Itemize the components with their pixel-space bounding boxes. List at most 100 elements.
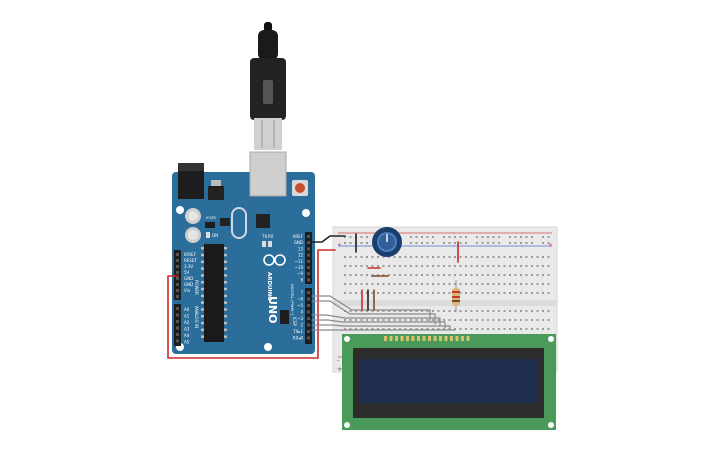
breadboard-hole[interactable] (432, 319, 434, 321)
breadboard-hole[interactable] (520, 236, 522, 238)
breadboard-hole[interactable] (454, 328, 456, 330)
breadboard-hole[interactable] (454, 274, 456, 276)
breadboard-hole[interactable] (366, 242, 368, 244)
breadboard-hole[interactable] (432, 236, 434, 238)
breadboard-hole[interactable] (481, 292, 484, 294)
header-hole[interactable] (307, 278, 310, 282)
breadboard-hole[interactable] (404, 256, 407, 258)
breadboard-hole[interactable] (448, 283, 451, 285)
breadboard-hole[interactable] (377, 265, 379, 267)
breadboard-hole[interactable] (531, 242, 533, 244)
breadboard-hole[interactable] (432, 283, 434, 285)
breadboard-hole[interactable] (487, 242, 489, 244)
breadboard-hole[interactable] (399, 274, 401, 276)
breadboard-hole[interactable] (547, 319, 550, 321)
breadboard-hole[interactable] (399, 265, 401, 267)
breadboard-hole[interactable] (531, 310, 533, 312)
breadboard-hole[interactable] (421, 274, 423, 276)
breadboard-hole[interactable] (421, 242, 423, 244)
breadboard-hole[interactable] (415, 274, 418, 276)
breadboard-hole[interactable] (421, 292, 423, 294)
breadboard-hole[interactable] (426, 274, 429, 276)
breadboard-hole[interactable] (421, 310, 423, 312)
breadboard-hole[interactable] (382, 256, 385, 258)
breadboard-hole[interactable] (487, 265, 489, 267)
breadboard-hole[interactable] (531, 328, 533, 330)
breadboard-hole[interactable] (514, 265, 517, 267)
breadboard-hole[interactable] (459, 256, 462, 258)
breadboard-hole[interactable] (465, 242, 467, 244)
breadboard-hole[interactable] (525, 319, 528, 321)
header-hole[interactable] (307, 336, 310, 340)
breadboard-hole[interactable] (476, 328, 478, 330)
breadboard-hole[interactable] (426, 283, 429, 285)
breadboard-hole[interactable] (421, 256, 423, 258)
breadboard-hole[interactable] (404, 310, 407, 312)
breadboard-hole[interactable] (520, 274, 522, 276)
breadboard-hole[interactable] (542, 328, 544, 330)
breadboard-hole[interactable] (514, 274, 517, 276)
breadboard-hole[interactable] (448, 310, 451, 312)
breadboard-hole[interactable] (498, 265, 500, 267)
breadboard-hole[interactable] (459, 265, 462, 267)
breadboard-hole[interactable] (443, 310, 445, 312)
breadboard-hole[interactable] (465, 236, 467, 238)
breadboard-hole[interactable] (382, 310, 385, 312)
breadboard-hole[interactable] (432, 242, 434, 244)
header-hole[interactable] (307, 323, 310, 327)
breadboard-hole[interactable] (421, 236, 423, 238)
breadboard-hole[interactable] (366, 283, 368, 285)
breadboard-hole[interactable] (509, 328, 511, 330)
breadboard-hole[interactable] (344, 236, 346, 238)
breadboard-hole[interactable] (404, 283, 407, 285)
breadboard-hole[interactable] (547, 310, 550, 312)
breadboard-hole[interactable] (487, 328, 489, 330)
breadboard-hole[interactable] (448, 292, 451, 294)
breadboard-hole[interactable] (443, 274, 445, 276)
breadboard-hole[interactable] (371, 265, 374, 267)
header-hole[interactable] (307, 266, 310, 269)
breadboard-hole[interactable] (481, 310, 484, 312)
breadboard-hole[interactable] (404, 274, 407, 276)
potentiometer[interactable] (372, 227, 402, 257)
breadboard-hole[interactable] (355, 283, 357, 285)
breadboard-hole[interactable] (443, 328, 445, 330)
breadboard-hole[interactable] (360, 319, 363, 321)
breadboard-hole[interactable] (388, 274, 390, 276)
breadboard-hole[interactable] (344, 256, 346, 258)
breadboard-hole[interactable] (360, 256, 363, 258)
breadboard-hole[interactable] (344, 274, 346, 276)
header-hole[interactable] (176, 277, 179, 280)
breadboard-hole[interactable] (454, 265, 456, 267)
breadboard-hole[interactable] (531, 274, 533, 276)
breadboard-hole[interactable] (388, 292, 390, 294)
breadboard-hole[interactable] (465, 256, 467, 258)
breadboard-hole[interactable] (476, 310, 478, 312)
breadboard-hole[interactable] (355, 274, 357, 276)
breadboard-hole[interactable] (443, 236, 445, 238)
breadboard-hole[interactable] (503, 319, 506, 321)
header-hole[interactable] (176, 283, 179, 286)
breadboard-hole[interactable] (481, 236, 484, 238)
breadboard-hole[interactable] (487, 319, 489, 321)
breadboard-hole[interactable] (404, 292, 407, 294)
breadboard-hole[interactable] (492, 328, 495, 330)
breadboard-hole[interactable] (503, 310, 506, 312)
header-hole[interactable] (176, 339, 179, 343)
breadboard-hole[interactable] (498, 242, 500, 244)
breadboard-hole[interactable] (542, 236, 544, 238)
breadboard-hole[interactable] (377, 328, 379, 330)
breadboard-hole[interactable] (371, 274, 374, 276)
breadboard-hole[interactable] (410, 256, 412, 258)
breadboard-hole[interactable] (382, 328, 385, 330)
breadboard-hole[interactable] (470, 292, 473, 294)
breadboard-hole[interactable] (437, 265, 440, 267)
breadboard-hole[interactable] (410, 310, 412, 312)
breadboard-hole[interactable] (404, 265, 407, 267)
header-hole[interactable] (307, 310, 310, 314)
breadboard-hole[interactable] (476, 283, 478, 285)
breadboard-hole[interactable] (437, 328, 440, 330)
breadboard-hole[interactable] (426, 319, 429, 321)
breadboard-hole[interactable] (487, 274, 489, 276)
breadboard-hole[interactable] (371, 283, 374, 285)
